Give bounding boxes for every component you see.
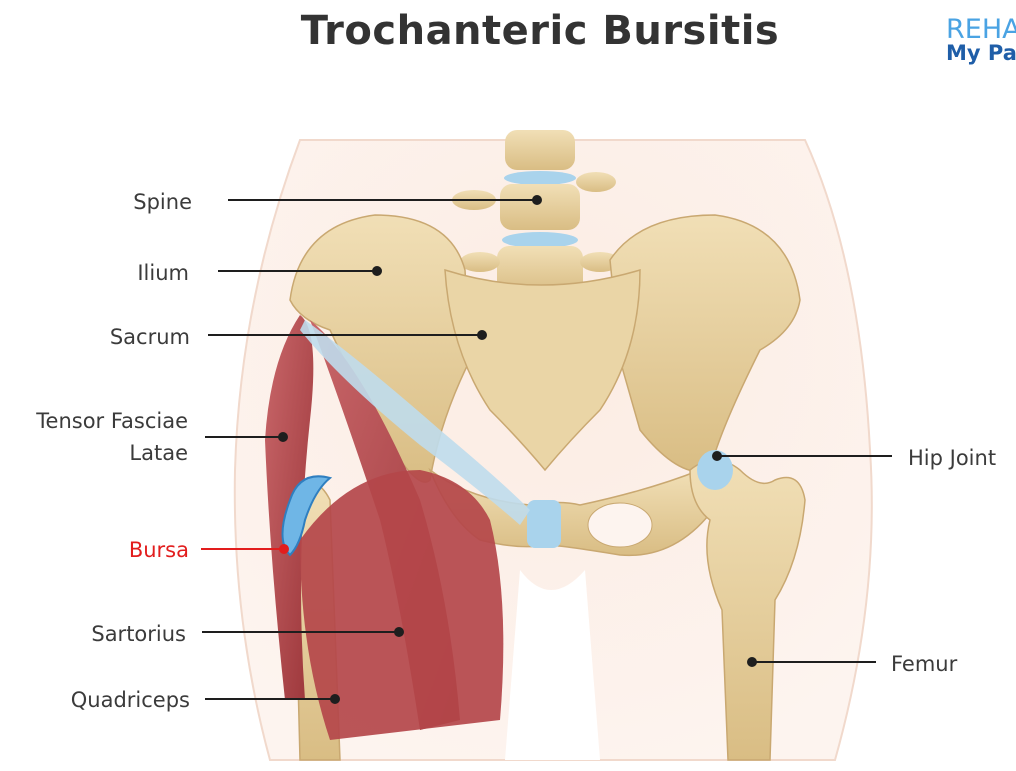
obturator-foramen <box>588 503 652 547</box>
pubic-symphysis <box>527 500 561 548</box>
label-hip-joint: Hip Joint <box>908 446 996 470</box>
leg-gap <box>505 570 600 760</box>
label-ilium: Ilium <box>137 261 189 285</box>
label-spine: Spine <box>133 190 192 214</box>
label-bursa: Bursa <box>129 538 189 562</box>
label-tensor-fasciae-line2: Latae <box>129 441 188 465</box>
label-quadriceps: Quadriceps <box>71 688 190 712</box>
label-tensor-fasciae-line1: Tensor Fasciae <box>35 409 188 433</box>
label-sacrum: Sacrum <box>110 325 190 349</box>
label-femur: Femur <box>891 652 958 676</box>
label-sartorius: Sartorius <box>91 622 186 646</box>
